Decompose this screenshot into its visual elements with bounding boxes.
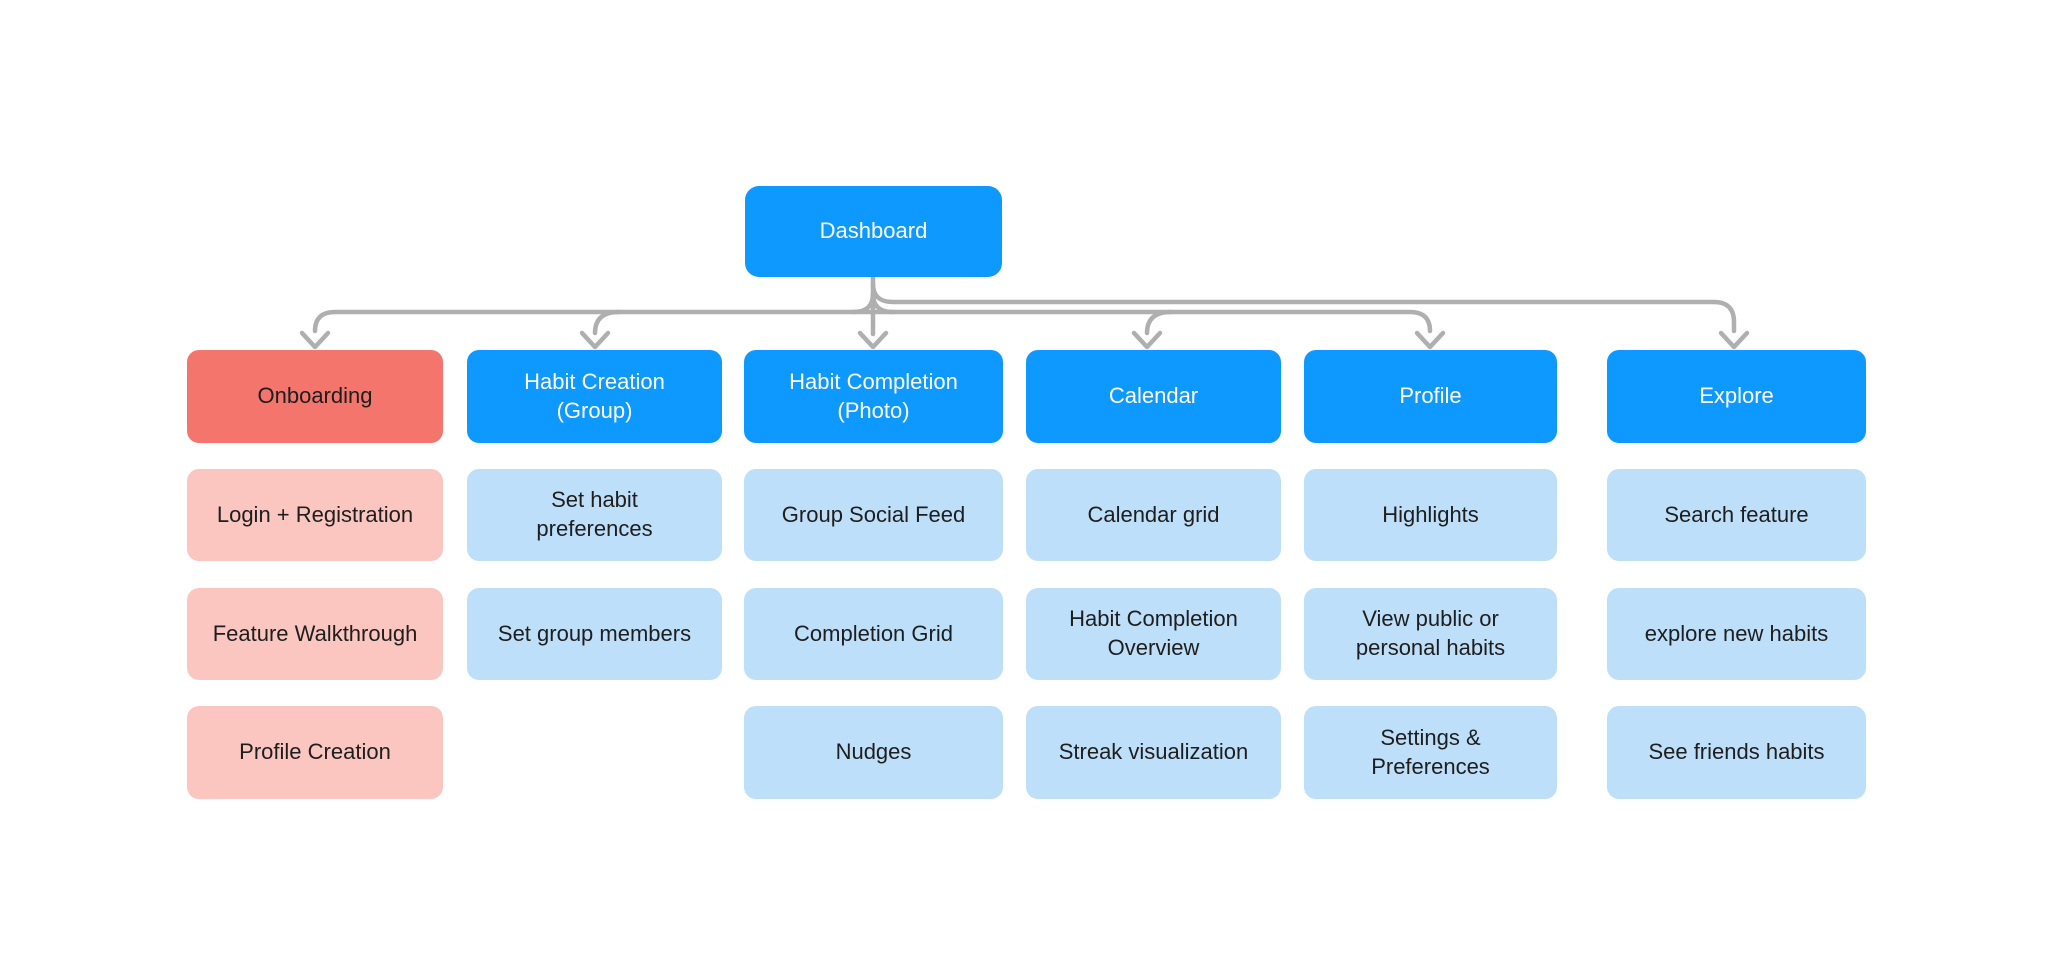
node-nudges: Nudges: [744, 706, 1003, 799]
edge-rail-upper: [870, 281, 1737, 334]
node-profile-creation: Profile Creation: [187, 706, 443, 799]
node-completion-grid: Completion Grid: [744, 588, 1003, 680]
node-see-friends-habits: See friends habits: [1607, 706, 1866, 799]
node-explore-new-habits: explore new habits: [1607, 588, 1866, 680]
node-habit-completion-header: Habit Completion (Photo): [744, 350, 1003, 443]
node-profile-header: Profile: [1304, 350, 1557, 443]
node-search-feature: Search feature: [1607, 469, 1866, 561]
node-login-registration: Login + Registration: [187, 469, 443, 561]
node-dashboard: Dashboard: [745, 186, 1002, 277]
arrowhead-explore: [1718, 330, 1750, 350]
arrowhead-habit-creation: [579, 330, 611, 350]
node-explore-header: Explore: [1607, 350, 1866, 443]
node-highlights: Highlights: [1304, 469, 1557, 561]
node-calendar-grid: Calendar grid: [1026, 469, 1281, 561]
arrowhead-onboarding: [299, 330, 331, 350]
node-onboarding-header: Onboarding: [187, 350, 443, 443]
node-set-group-members: Set group members: [467, 588, 722, 680]
node-habit-creation-header: Habit Creation (Group): [467, 350, 722, 443]
node-feature-walkthrough: Feature Walkthrough: [187, 588, 443, 680]
arrowhead-habit-completion: [857, 330, 889, 350]
node-calendar-header: Calendar: [1026, 350, 1281, 443]
node-settings-preferences: Settings & Preferences: [1304, 706, 1557, 799]
node-group-social-feed: Group Social Feed: [744, 469, 1003, 561]
node-view-public-personal-habits: View public or personal habits: [1304, 588, 1557, 680]
edge-rail-lower: [312, 309, 1433, 334]
node-set-habit-preferences: Set habit preferences: [467, 469, 722, 561]
node-habit-completion-overview: Habit Completion Overview: [1026, 588, 1281, 680]
arrowhead-calendar: [1131, 330, 1163, 350]
node-streak-visualization: Streak visualization: [1026, 706, 1281, 799]
arrowhead-profile: [1414, 330, 1446, 350]
